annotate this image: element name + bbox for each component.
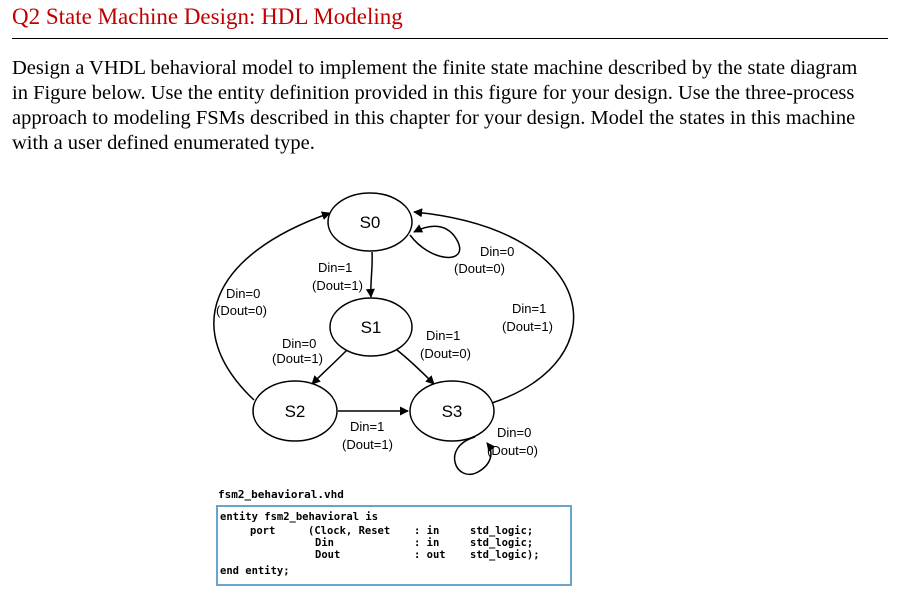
code-port-dir: : in <box>414 525 440 537</box>
code-port-dir: : out <box>414 549 446 561</box>
label-s3-s0-dout: (Dout=1) <box>502 319 553 334</box>
code-port-type: std_logic); <box>470 549 540 561</box>
code-entity-line: entity fsm2_behavioral is <box>220 511 379 523</box>
label-s3-self-din: Din=0 <box>497 425 531 440</box>
label-s1-s3-din: Din=1 <box>426 328 460 343</box>
code-end-line: end entity; <box>220 565 290 577</box>
label-s0-self-din: Din=0 <box>480 244 514 259</box>
code-port-type: std_logic; <box>470 537 534 549</box>
label-s3-self-dout: (Dout=0) <box>487 443 538 458</box>
problem-statement: Design a VHDL behavioral model to implem… <box>12 57 858 154</box>
code-port-keyword: port <box>250 525 276 537</box>
arrow-s1-s2 <box>311 349 348 385</box>
state-s1-label: S1 <box>361 318 382 337</box>
page-title: Q2 State Machine Design: HDL Modeling <box>12 4 403 29</box>
label-s2-s0-din: Din=0 <box>226 286 260 301</box>
label-s3-s0-din: Din=1 <box>512 301 546 316</box>
label-s2-s0-dout: (Dout=0) <box>216 303 267 318</box>
state-s2: S2 <box>252 380 338 442</box>
label-s0-self-dout: (Dout=0) <box>454 261 505 276</box>
state-s2-label: S2 <box>285 402 306 421</box>
arrow-s2-s0 <box>213 211 331 401</box>
label-s0-s1-din: Din=1 <box>318 260 352 275</box>
label-s1-s3-dout: (Dout=0) <box>420 346 471 361</box>
label-s2-s3-dout: (Dout=1) <box>342 437 393 452</box>
state-s0: S0 <box>327 192 413 252</box>
title-divider <box>12 38 888 39</box>
arrow-s0-s1 <box>365 251 375 298</box>
label-s1-s2-din: Din=0 <box>282 336 316 351</box>
state-s3-label: S3 <box>442 402 463 421</box>
arrow-s1-s3 <box>396 349 435 385</box>
state-s0-label: S0 <box>360 213 381 232</box>
state-s1: S1 <box>329 297 413 357</box>
code-filename: fsm2_behavioral.vhd <box>218 488 344 501</box>
arrow-s3-self <box>453 436 496 475</box>
state-s3: S3 <box>409 380 495 442</box>
code-port-dir: : in <box>414 537 440 549</box>
label-s0-s1-dout: (Dout=1) <box>312 278 363 293</box>
code-port-name: Dout <box>315 549 341 561</box>
arrow-s0-self <box>409 224 461 258</box>
label-s1-s2-dout: (Dout=1) <box>272 351 323 366</box>
label-s2-s3-din: Din=1 <box>350 419 384 434</box>
code-port-type: std_logic; <box>470 525 534 537</box>
arrow-s3-s0 <box>413 208 575 404</box>
code-port-name: Din <box>315 537 334 549</box>
code-port-name: (Clock, Reset <box>308 525 391 537</box>
entity-code-box: entity fsm2_behavioral is port (Clock, R… <box>216 505 572 586</box>
